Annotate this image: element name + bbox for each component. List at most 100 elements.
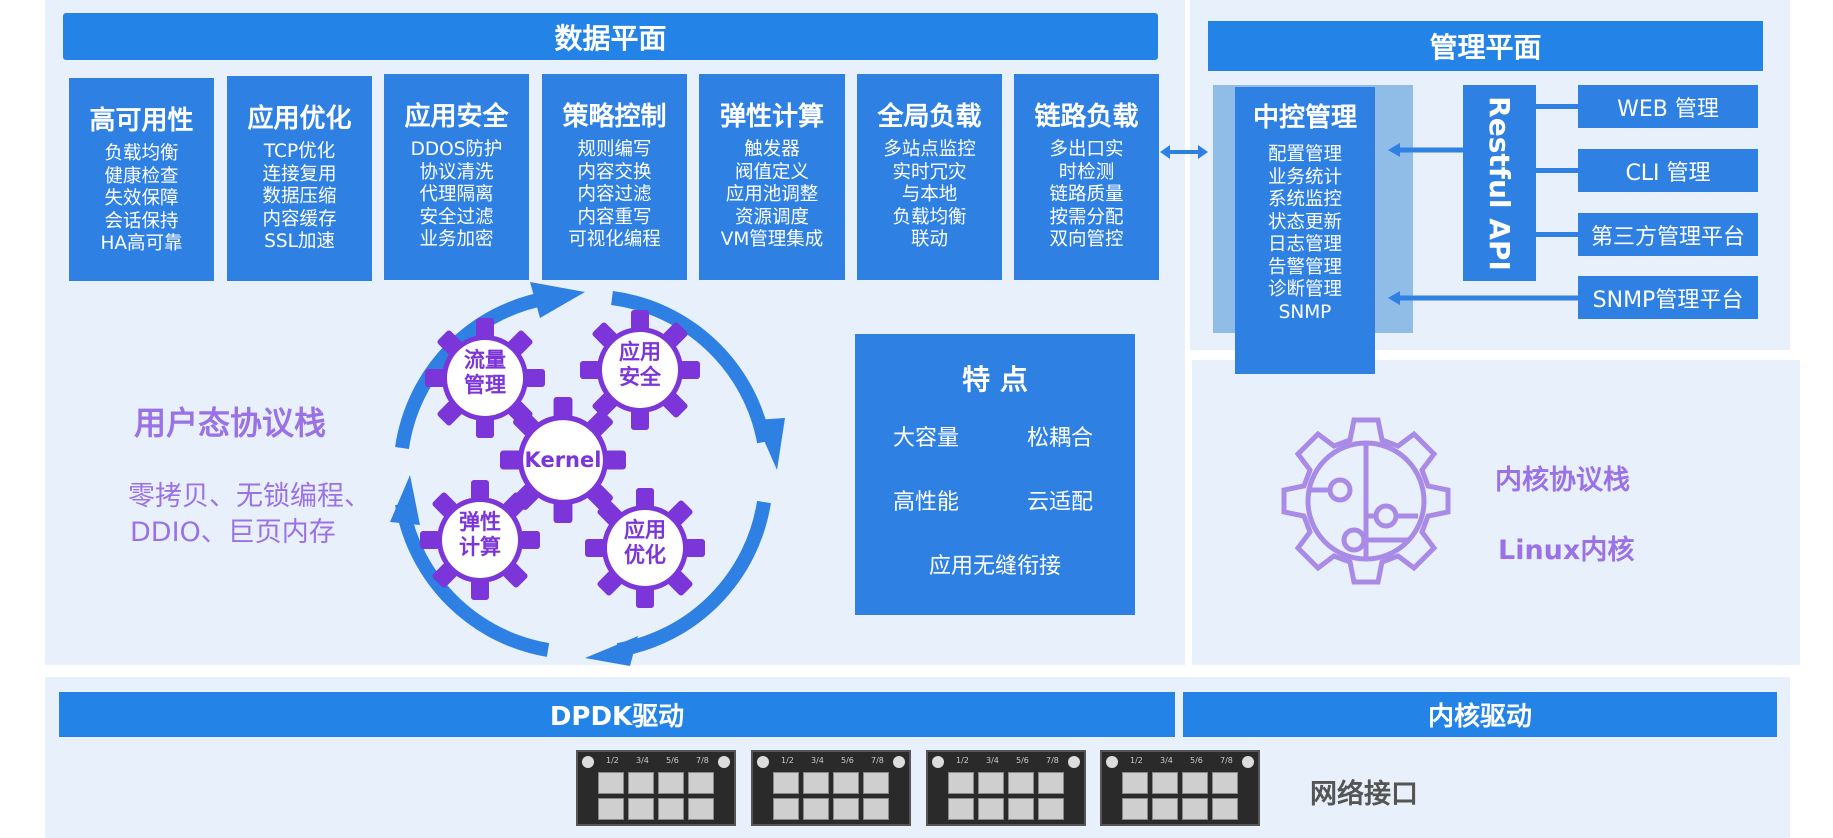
restful-api-box: Restful API [1463, 85, 1536, 281]
feature-card-global-load: 全局负载 多站点监控 实时冗灾 与本地 负载均衡 联动 [857, 74, 1002, 280]
nic-card: 1/2 3/4 5/6 7/8 [1100, 750, 1260, 826]
feature-item: 代理隔离 [419, 184, 494, 205]
feature-item: 链路质量 [1049, 184, 1124, 205]
central-item: 日志管理 [1267, 234, 1342, 255]
network-interface-label: 网络接口 [1310, 779, 1418, 810]
feature-item: HA高可靠 [100, 233, 183, 254]
feature-item: 健康检查 [104, 165, 179, 187]
feature-item: 规则编写 [577, 139, 652, 160]
sfp-port [1152, 798, 1178, 820]
sfp-port [833, 798, 859, 820]
sfp-port [863, 772, 889, 794]
traits-title: 特 点 [962, 363, 1028, 396]
sfp-port [598, 772, 624, 794]
feature-item: 内容交换 [577, 161, 652, 183]
feature-item: 负载均衡 [892, 206, 967, 228]
feature-item: 数据压缩 [262, 186, 337, 207]
feature-title: 高可用性 [89, 106, 194, 136]
feature-item: 应用池调整 [725, 184, 819, 205]
feature-item: 资源调度 [734, 206, 809, 228]
gear-label-line: 计算 [459, 535, 501, 559]
sfp-port [948, 772, 974, 794]
feature-item: 触发器 [744, 139, 800, 160]
dpdk-driver-bar: DPDK驱动 [59, 692, 1175, 737]
port-label: 1/2 [1130, 756, 1143, 765]
sfp-port [1152, 772, 1178, 794]
feature-item: 实时冗灾 [892, 161, 967, 183]
user-stack-title: 用户态协议栈 [134, 404, 327, 442]
feature-item: 失效保障 [104, 188, 179, 209]
gear-label-elastic-compute: 弹性计算 [450, 510, 510, 560]
snmp-platform-box: SNMP管理平台 [1578, 276, 1758, 319]
feature-card-high-availability: 高可用性 负载均衡 健康检查 失效保障 会话保持 HA高可靠 [69, 78, 214, 281]
gear-label-line: 管理 [464, 373, 506, 397]
sfp-port [1038, 772, 1064, 794]
sfp-port [688, 772, 714, 794]
trait-item: 云适配 [1027, 490, 1094, 515]
sfp-port [688, 798, 714, 820]
sfp-port [1182, 798, 1208, 820]
feature-item: 按需分配 [1049, 206, 1124, 228]
port-label: 7/8 [1220, 756, 1233, 765]
feature-item: 多站点监控 [883, 139, 976, 160]
sfp-port [1122, 798, 1148, 820]
port-label: 3/4 [636, 756, 649, 765]
arrow-left-icon [1388, 291, 1578, 305]
gear-label-line: 优化 [624, 543, 666, 567]
central-control-title: 中控管理 [1252, 103, 1357, 133]
sfp-port [1212, 772, 1238, 794]
sfp-port [598, 798, 624, 820]
gear-label-line: 流量 [464, 348, 506, 372]
feature-item: 可视化编程 [568, 229, 661, 250]
connector-line [1536, 232, 1578, 237]
feature-title: 应用优化 [247, 104, 352, 134]
feature-card-elastic-compute: 弹性计算 触发器 阀值定义 应用池调整 资源调度 VM管理集成 [699, 74, 845, 280]
port-label: 5/6 [1190, 756, 1203, 765]
feature-item: 联动 [910, 229, 948, 250]
trait-item: 应用无缝衔接 [928, 554, 1061, 579]
cli-management-box: CLI 管理 [1578, 149, 1758, 192]
sfp-port [978, 772, 1004, 794]
screw-icon [757, 756, 769, 768]
gear-label-line: 应用 [619, 340, 661, 364]
trait-item: 大容量 [893, 426, 960, 451]
trait-item: 高性能 [893, 490, 960, 515]
port-label: 3/4 [986, 756, 999, 765]
third-party-platform-box: 第三方管理平台 [1578, 213, 1758, 256]
feature-item: 协议清洗 [419, 161, 494, 183]
port-label: 3/4 [1160, 756, 1173, 765]
kernel-driver-bar: 内核驱动 [1183, 692, 1777, 737]
sfp-port [803, 798, 829, 820]
gear-label-kernel: Kernel [524, 448, 602, 472]
feature-item: 时检测 [1058, 161, 1115, 183]
feature-card-app-security: 应用安全 DDOS防护 协议清洗 代理隔离 安全过滤 业务加密 [384, 74, 529, 280]
port-label: 7/8 [1046, 756, 1059, 765]
feature-card-policy-control: 策略控制 规则编写 内容交换 内容过滤 内容重写 可视化编程 [542, 74, 687, 280]
feature-title: 弹性计算 [719, 102, 824, 132]
feature-title: 链路负载 [1034, 102, 1139, 132]
web-management-box: WEB 管理 [1578, 85, 1758, 128]
trait-item: 松耦合 [1027, 426, 1094, 451]
gear-label-line: 应用 [624, 518, 666, 542]
port-label: 7/8 [871, 756, 884, 765]
sfp-port [628, 798, 654, 820]
bidirectional-arrow-icon [1160, 145, 1208, 159]
port-label: 7/8 [696, 756, 709, 765]
sfp-port [1212, 798, 1238, 820]
feature-item: 阀值定义 [734, 161, 809, 183]
feature-item: 内容重写 [577, 206, 652, 228]
gear-label-line: 安全 [619, 365, 661, 389]
data-plane-title: 数据平面 [63, 13, 1158, 60]
sfp-port [773, 772, 799, 794]
port-label: 5/6 [841, 756, 854, 765]
feature-item: 安全过滤 [419, 206, 494, 228]
central-item: 配置管理 [1267, 144, 1342, 165]
screw-icon [1242, 756, 1254, 768]
screw-icon [932, 756, 944, 768]
gear-label-flow-management: 流量管理 [455, 348, 515, 398]
feature-item: 双向管控 [1049, 229, 1124, 250]
sfp-port [863, 798, 889, 820]
sfp-port [628, 772, 654, 794]
sfp-port [803, 772, 829, 794]
